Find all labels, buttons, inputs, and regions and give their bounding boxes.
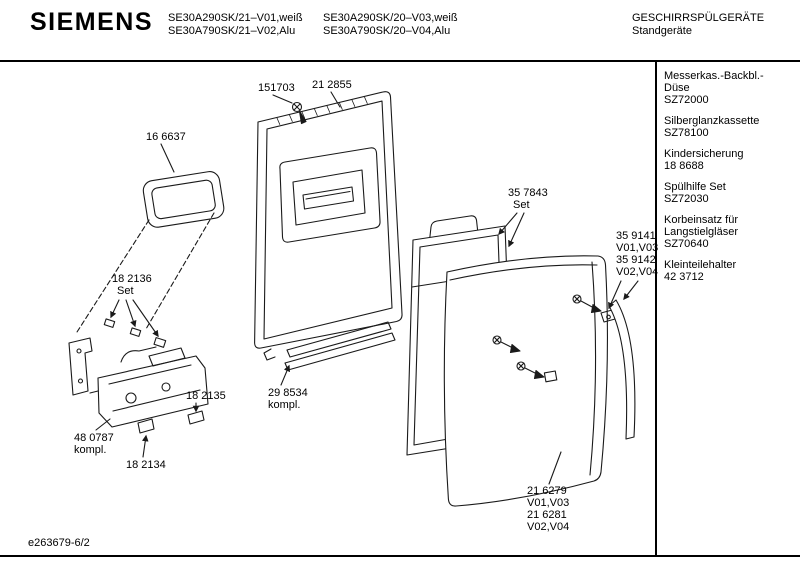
model-line: SE30A290SK/20–V03,weiß	[323, 12, 458, 24]
part-label: Messerkas.-Backbl.-	[664, 70, 764, 82]
part-qualifier: Set	[117, 285, 134, 297]
part-label: Langstielgläser	[664, 226, 738, 238]
model-group-1: SE30A290SK/21–V01,weiß SE30A790SK/21–V02…	[168, 12, 303, 38]
part-label: Düse	[664, 82, 690, 94]
part-label: Kindersicherung	[664, 148, 744, 160]
model-group-2: SE30A290SK/20–V03,weiß SE30A790SK/20–V04…	[323, 12, 458, 38]
part-variant: V02,V04	[616, 266, 659, 278]
model-line: SE30A290SK/21–V01,weiß	[168, 12, 303, 24]
model-line: SE30A790SK/20–V04,Alu	[323, 25, 451, 37]
part-number: 35 9142	[616, 254, 656, 266]
part-number: SZ78100	[664, 127, 709, 139]
part-variant: V02,V04	[527, 521, 570, 533]
part-number: 18 2134	[126, 459, 166, 471]
projection-lines	[76, 212, 215, 333]
part-number: 21 2855	[312, 79, 352, 91]
clip-182134	[137, 418, 155, 458]
part-variant: V01,V03	[616, 242, 659, 254]
part-number: 29 8534	[268, 387, 308, 399]
model-line: SE30A790SK/21–V02,Alu	[168, 25, 296, 37]
parts-sidebar: Messerkas.-Backbl.- Düse SZ72000 Silberg…	[664, 70, 796, 292]
sidebar-part-item: Spülhilfe Set SZ72030	[664, 181, 796, 205]
part-qualifier: kompl.	[268, 399, 301, 411]
part-label: Kleinteilehalter	[664, 259, 737, 271]
category-line: GESCHIRRSPÜLGERÄTE	[632, 12, 765, 24]
outer-door-panel	[443, 255, 608, 507]
part-number: 35 9141	[616, 230, 656, 242]
sidebar-divider	[655, 62, 657, 555]
brand-logo: SIEMENS	[30, 8, 154, 36]
part-number: 42 3712	[664, 271, 704, 283]
side-bracket	[68, 337, 93, 396]
part-number: 18 8688	[664, 160, 704, 172]
callout-window-frame: 16 6637	[146, 131, 186, 143]
part-number: 21 6281	[527, 509, 567, 521]
part-number: 151703	[258, 82, 295, 94]
part-number: 48 0787	[74, 432, 114, 444]
callout-latch-assembly: 48 0787 kompl.	[74, 432, 114, 456]
inner-door-panel	[254, 91, 403, 349]
callout-inner-door-panel: 21 2855	[312, 79, 352, 91]
part-number: SZ72000	[664, 94, 709, 106]
part-number: 35 7843	[508, 187, 548, 199]
header: SIEMENS SE30A290SK/21–V01,weiß SE30A790S…	[0, 0, 800, 62]
part-number: SZ72030	[664, 193, 709, 205]
part-label: Spülhilfe Set	[664, 181, 726, 193]
hinge-set-parts	[103, 299, 167, 348]
part-number: 18 2136	[112, 273, 152, 285]
callout-clip-upper: 18 2135	[186, 390, 226, 402]
hatch-marks	[276, 96, 368, 125]
part-number: SZ70640	[664, 238, 709, 250]
callout-clip-lower: 18 2134	[126, 459, 166, 471]
callout-mid-panel: 35 7843 Set	[508, 187, 548, 211]
bottom-rule	[0, 555, 800, 557]
part-variant: V01,V03	[527, 497, 570, 509]
part-label: Silberglanzkassette	[664, 115, 760, 127]
mounting-screws	[492, 294, 618, 383]
door-latch-assembly	[89, 346, 209, 428]
part-qualifier: Set	[513, 199, 530, 211]
clip-182135	[187, 402, 205, 425]
part-label: Korbeinsatz für	[664, 214, 738, 226]
side-trim-strip	[608, 299, 636, 440]
sidebar-part-item: Kleinteilehalter 42 3712	[664, 259, 796, 283]
part-qualifier: kompl.	[74, 444, 107, 456]
part-number: 18 2135	[186, 390, 226, 402]
callout-top-screw: 151703	[258, 82, 295, 94]
callout-hinge-set: 18 2136 Set	[112, 273, 152, 297]
screw-icon-top	[291, 101, 307, 125]
callout-outer-door: 21 6279 V01,V03 21 6281 V02,V04	[527, 485, 569, 533]
trim-strips	[263, 321, 396, 386]
sidebar-part-item: Silberglanzkassette SZ78100	[664, 115, 796, 139]
part-number: 16 6637	[146, 131, 186, 143]
window-frame	[142, 171, 225, 228]
category-line: Standgeräte	[632, 25, 692, 37]
product-category: GESCHIRRSPÜLGERÄTE Standgeräte	[632, 12, 764, 38]
sidebar-part-item: Messerkas.-Backbl.- Düse SZ72000	[664, 70, 796, 106]
sidebar-part-item: Kindersicherung 18 8688	[664, 148, 796, 172]
doc-number: e263679-6/2	[28, 537, 90, 549]
part-number: 21 6279	[527, 485, 567, 497]
callout-trim-strips: 29 8534 kompl.	[268, 387, 308, 411]
callout-side-trim: 35 9141 V01,V03 35 9142 V02,V04	[616, 230, 658, 278]
sidebar-part-item: Korbeinsatz für Langstielgläser SZ70640	[664, 214, 796, 250]
